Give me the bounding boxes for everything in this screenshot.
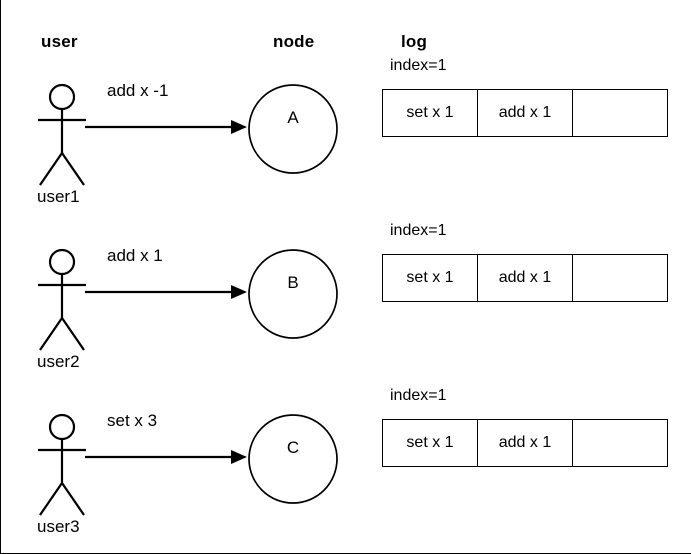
arrow-right-icon (85, 285, 247, 299)
log-cell: set x 1 (383, 90, 478, 136)
node-label: C (286, 438, 300, 457)
stick-figure-icon (38, 413, 86, 516)
diagram-row: user2 add x 1 B index=1 set x 1 add x 1 (1, 222, 691, 405)
arrow-label: add x -1 (107, 81, 169, 100)
log-table: set x 1 add x 1 (382, 254, 668, 302)
arrow-right-icon (85, 120, 247, 134)
log-index-label: index=1 (390, 222, 447, 239)
actor-label: user3 (37, 517, 80, 536)
diagram-row: user3 set x 3 C index=1 set x 1 add x 1 (1, 387, 691, 553)
log-table: set x 1 add x 1 (382, 89, 668, 137)
arrow-label: add x 1 (107, 246, 163, 265)
log-cell: add x 1 (478, 420, 573, 466)
log-cell: add x 1 (478, 90, 573, 136)
circle-node-icon (248, 414, 338, 504)
node-label: A (287, 108, 299, 127)
column-header-log: log (401, 32, 428, 51)
log-cell-empty (573, 420, 667, 466)
log-cell: add x 1 (478, 255, 573, 301)
arrow-label: set x 3 (107, 411, 158, 430)
log-index-label: index=1 (390, 387, 447, 404)
stick-figure-icon (38, 83, 86, 186)
node-label: B (287, 273, 299, 292)
diagram-row: user1 add x -1 A index=1 set x 1 add x 1 (1, 57, 691, 240)
log-cell: set x 1 (383, 420, 478, 466)
arrow-right-icon (85, 450, 247, 464)
circle-node-icon (248, 84, 338, 174)
log-cell-empty (573, 90, 667, 136)
log-cell-empty (573, 255, 667, 301)
column-header-node: node (273, 32, 315, 51)
log-table: set x 1 add x 1 (382, 419, 668, 467)
column-header-user: user (41, 32, 78, 51)
log-index-label: index=1 (390, 57, 447, 74)
log-cell: set x 1 (383, 255, 478, 301)
circle-node-icon (248, 249, 338, 339)
stick-figure-icon (38, 248, 86, 351)
actor-label: user2 (37, 352, 80, 371)
actor-label: user1 (37, 187, 80, 206)
